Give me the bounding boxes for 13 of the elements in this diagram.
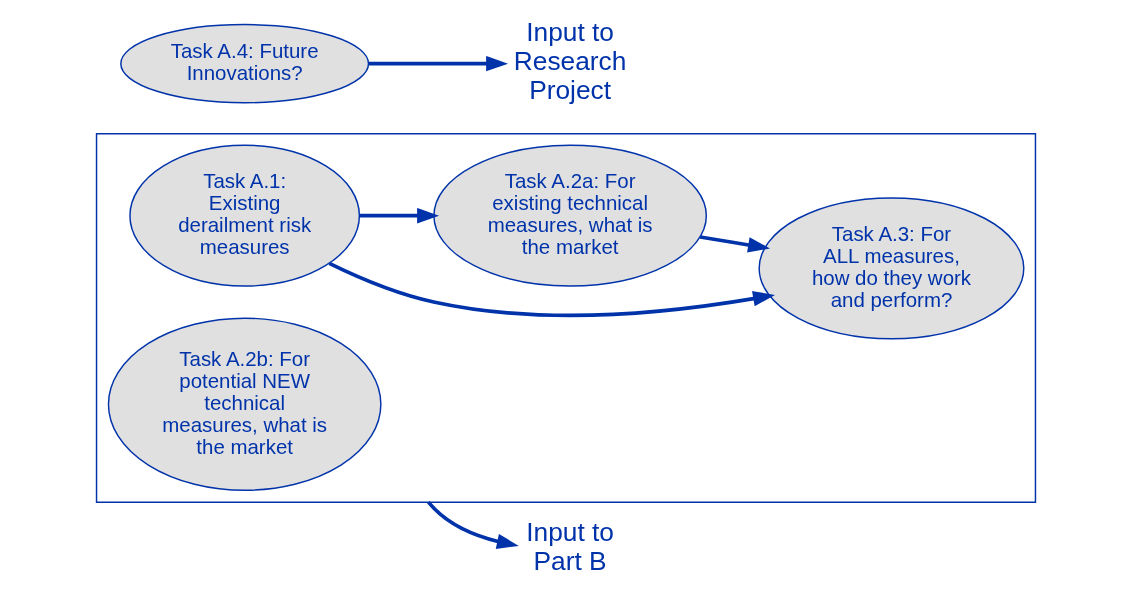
- node-ellipse: Task A.3: For ALL measures, how do they work and perform?: [757, 197, 1024, 340]
- node-text: Input to Part B: [525, 516, 614, 576]
- node-ellipse: Task A.1: Existing derailment risk measures: [128, 144, 360, 287]
- node-ellipse: Task A.2a: For existing technical measures, what is the market: [432, 144, 707, 287]
- arrow: [699, 235, 770, 253]
- cluster: [95, 133, 1036, 503]
- node-text: Input to Research Project: [513, 16, 626, 106]
- arrow: [328, 261, 775, 318]
- arrow: [358, 208, 439, 224]
- arrow: [368, 56, 508, 72]
- arrow: [426, 500, 519, 549]
- node-ellipse: Task A.2b: For potential NEW technical measures, what is the market: [107, 317, 382, 492]
- node-ellipse: Task A.4: Future Innovations?: [119, 23, 369, 104]
